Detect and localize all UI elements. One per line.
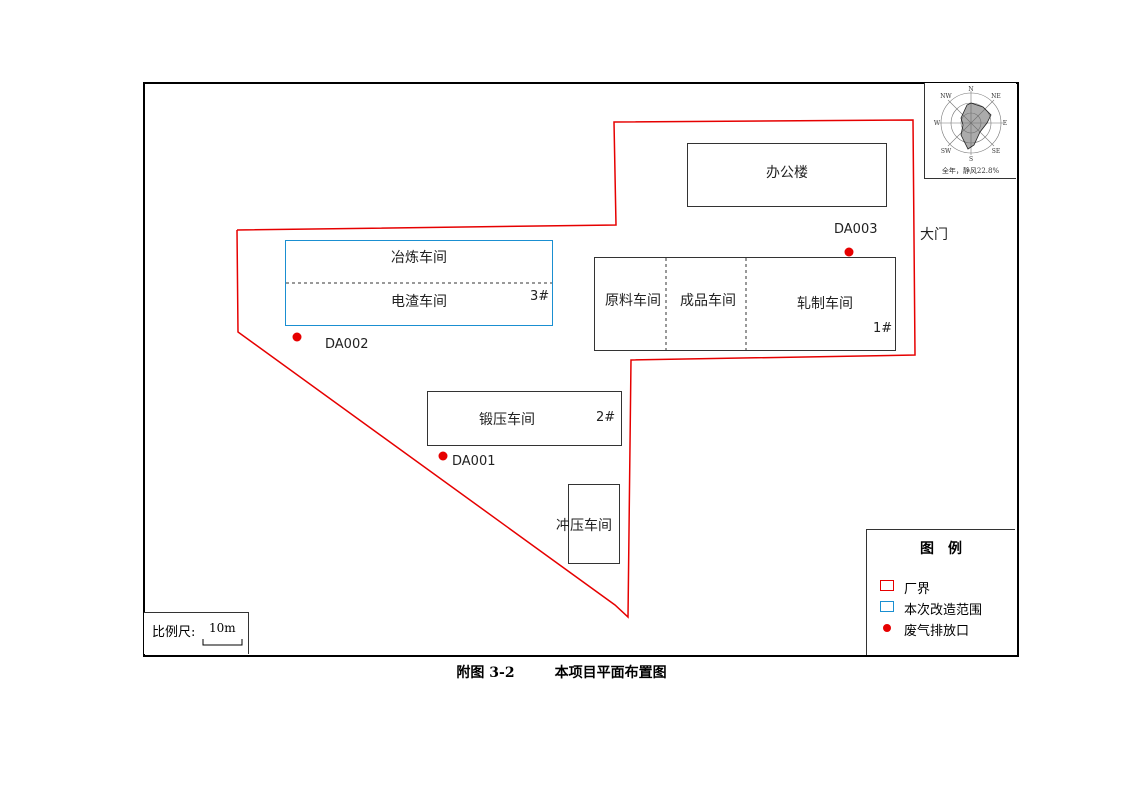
outlet-da001-label: DA001 <box>452 454 496 469</box>
wind-dir-ne: NE <box>991 93 1001 100</box>
scale-value: 10m <box>209 621 236 635</box>
raw-material-workshop-label: 原料车间 <box>605 293 661 309</box>
wind-dir-n: N <box>968 86 973 93</box>
workshop-2-number: 2# <box>596 410 616 425</box>
legend-panel: 图 例 厂界 本次改造范围 废气排放口 <box>866 529 1015 655</box>
rolling-block <box>594 257 896 351</box>
figure-number: 附图 3-2 <box>456 665 515 681</box>
office-label: 办公楼 <box>766 165 808 181</box>
legend-boundary-label: 厂界 <box>904 582 931 597</box>
wind-rose-note: 全年，静风22.8% <box>941 167 1000 175</box>
outlet-da003-label: DA003 <box>834 222 878 237</box>
wind-dir-nw: NW <box>940 93 952 100</box>
stamping-workshop-label: 冲压车间 <box>556 518 612 534</box>
legend-title: 图 例 <box>920 541 962 557</box>
office-building <box>687 143 887 207</box>
wind-dir-s: S <box>969 156 973 163</box>
wind-frequency-polygon <box>960 102 992 150</box>
workshop-1-number: 1# <box>873 321 893 336</box>
outlet-da003-marker <box>844 247 854 257</box>
scale-bar <box>202 639 243 646</box>
wind-rose-panel: N NE E SE S SW W NW 全年，静风22.8% <box>924 83 1016 179</box>
outlet-da001-marker <box>438 451 448 461</box>
legend-renovation-swatch <box>880 601 894 612</box>
forging-workshop <box>427 391 622 446</box>
gate-label: 大门 <box>920 227 948 243</box>
legend-outlet-dot <box>883 624 891 632</box>
legend-renovation-label: 本次改造范围 <box>904 603 983 618</box>
rolling-workshop-label: 轧制车间 <box>797 296 853 312</box>
wind-dir-se: SE <box>992 148 1001 155</box>
stamping-workshop <box>568 484 620 564</box>
esr-workshop-label: 电渣车间 <box>391 294 447 310</box>
smelting-workshop-label: 冶炼车间 <box>391 250 447 266</box>
scale-label: 比例尺: <box>152 625 196 640</box>
wind-dir-e: E <box>1003 120 1007 127</box>
map-frame <box>143 82 1019 657</box>
factory-boundary-line <box>236 119 916 619</box>
scale-panel: 比例尺: 10m <box>144 612 249 654</box>
legend-outlet-label: 废气排放口 <box>904 624 970 639</box>
renovation-scope-box <box>285 240 553 326</box>
workshop-3-number: 3# <box>530 289 550 304</box>
outlet-da002-label: DA002 <box>325 337 369 352</box>
outlet-da002-marker <box>292 332 302 342</box>
legend-boundary-swatch <box>880 580 894 591</box>
wind-dir-w: W <box>934 120 941 127</box>
wind-rose-diagram: N NE E SE S SW W NW <box>934 86 1007 163</box>
forging-workshop-label: 锻压车间 <box>479 412 535 428</box>
wind-dir-sw: SW <box>941 148 952 155</box>
finished-goods-workshop-label: 成品车间 <box>680 293 736 309</box>
figure-title: 本项目平面布置图 <box>554 665 667 681</box>
figure-caption: 附图 3-2 本项目平面布置图 <box>0 662 1123 682</box>
